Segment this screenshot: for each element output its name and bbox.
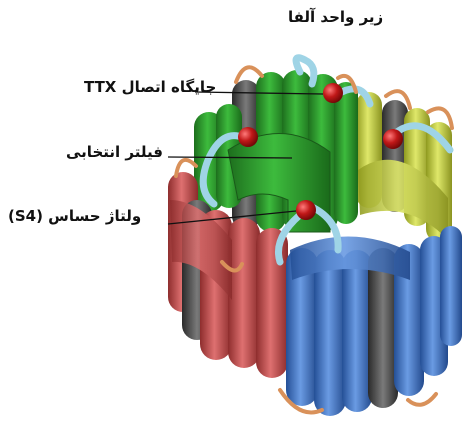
yellow-domain: [356, 92, 452, 242]
voltage-sensor-label: ولتاژ حساس (S4): [8, 207, 141, 225]
blue-domain: [286, 226, 462, 416]
selectivity-filter-label: فیلتر انتخابی: [66, 143, 163, 161]
alpha-subunit-label: زیر واحد آلفا: [288, 8, 383, 26]
ttx-binding-site-label: جایگاه اتصال TTX: [84, 78, 216, 96]
